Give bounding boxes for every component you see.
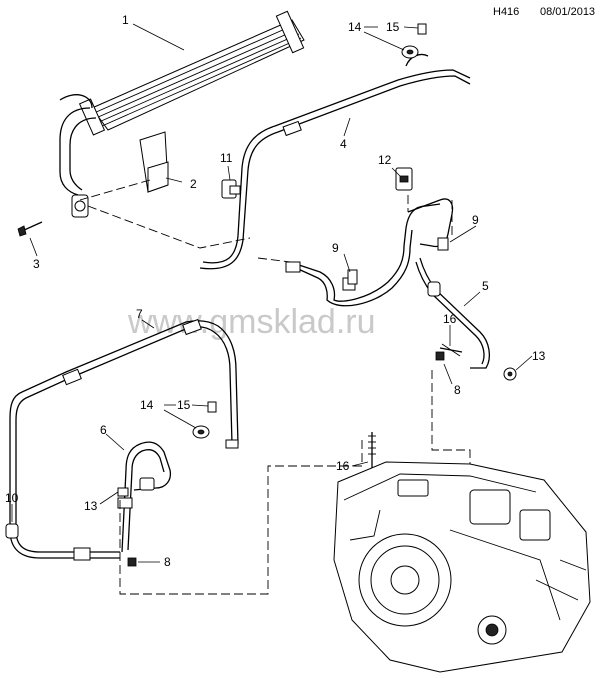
diagram-code: H416	[493, 6, 520, 18]
grommet-clip-upper	[401, 23, 427, 59]
grommet-clip-lower	[192, 401, 217, 439]
bolt	[17, 221, 43, 237]
callout-13-lower: 13	[84, 499, 98, 513]
callout-15-upper: 15	[386, 20, 400, 34]
callout-7: 7	[136, 307, 143, 321]
callout-16-upper: 16	[443, 312, 457, 326]
cooler-outlet-pipe	[199, 53, 471, 270]
callout-10: 10	[5, 491, 19, 505]
callout-8-upper: 8	[454, 383, 461, 397]
callout-15-lower: 15	[177, 398, 191, 412]
stud-lower	[368, 432, 376, 470]
cooler-bracket	[139, 131, 169, 193]
clip-9-left	[347, 269, 358, 285]
lower-long-pipe	[9, 318, 239, 561]
clip-9-right	[437, 237, 449, 251]
transmission-cooler-pipe	[407, 198, 491, 369]
watermark-text: www.gmsklad.ru	[127, 303, 376, 341]
callout-14-upper: 14	[348, 20, 362, 34]
nut-upper	[435, 351, 445, 361]
stud-upper	[439, 343, 463, 357]
callout-3: 3	[33, 257, 40, 271]
transmission-assembly	[333, 461, 591, 673]
fitting-10	[5, 523, 19, 539]
callout-9-left: 9	[332, 241, 339, 255]
callout-1: 1	[122, 13, 129, 27]
callout-8-lower: 8	[164, 555, 171, 569]
hose-clip	[395, 167, 413, 191]
callout-16-lower: 16	[336, 459, 350, 473]
oil-cooler	[59, 10, 305, 196]
callout-14-lower: 14	[140, 398, 154, 412]
nut-13-upper	[503, 367, 517, 381]
cooler-inlet-pipe	[285, 203, 441, 307]
callout-2: 2	[190, 177, 197, 191]
diagram-date: 08/01/2013	[540, 6, 596, 18]
pipe-clip	[221, 179, 241, 199]
callout-12: 12	[378, 153, 392, 167]
callout-13-upper: 13	[532, 349, 546, 363]
callout-6: 6	[100, 423, 107, 437]
nut-lower	[127, 557, 137, 567]
lower-transmission-pipe	[117, 441, 172, 553]
clip-13-lower	[117, 487, 129, 497]
callout-11: 11	[220, 151, 233, 165]
callout-9-right: 9	[472, 213, 479, 227]
callout-4: 4	[340, 137, 347, 151]
callout-5: 5	[482, 279, 489, 293]
